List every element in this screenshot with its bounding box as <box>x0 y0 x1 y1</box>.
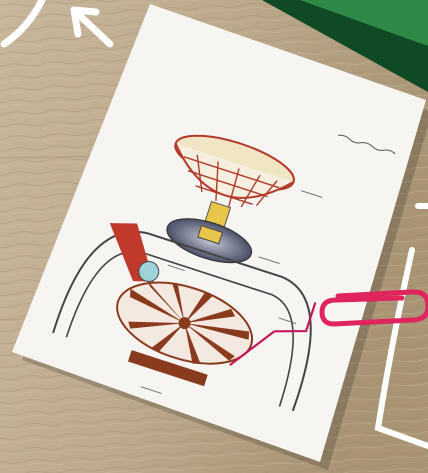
scene-svg <box>0 0 428 473</box>
photo-scene <box>0 0 428 473</box>
